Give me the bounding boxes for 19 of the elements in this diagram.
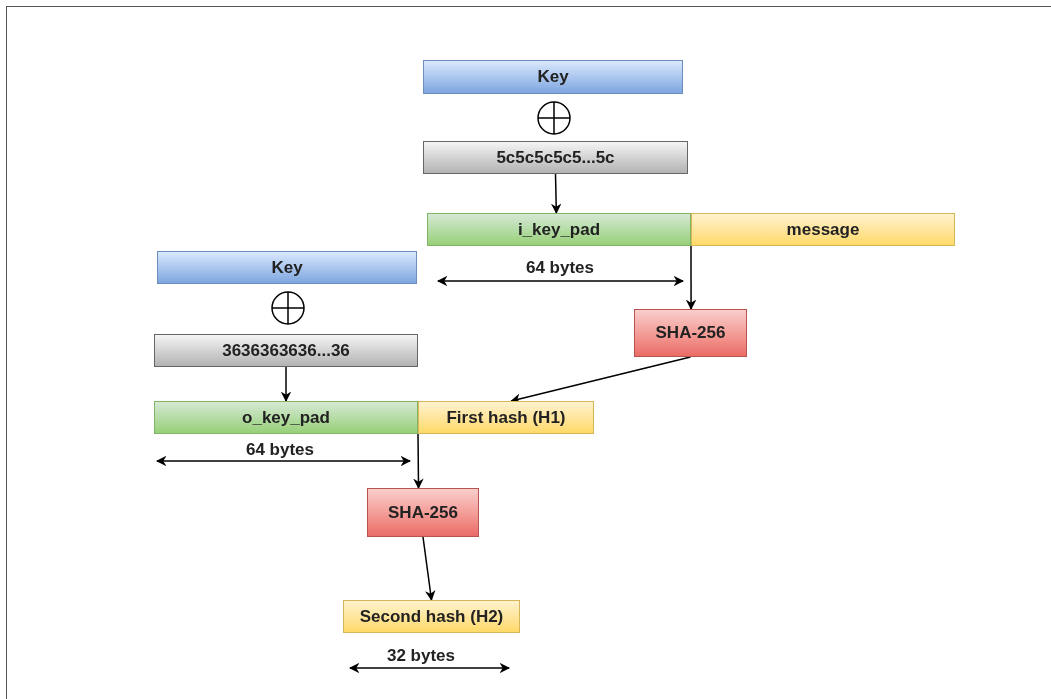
pad-box: i_key_pad — [427, 213, 691, 246]
arrow — [422, 536, 436, 602]
data-box: message — [691, 213, 955, 246]
data-box: Second hash (H2) — [343, 600, 520, 633]
dimension-label: 64 bytes — [246, 439, 314, 462]
arrow — [685, 245, 697, 311]
data-box: First hash (H1) — [418, 401, 594, 434]
hash-function-box: SHA-256 — [634, 309, 747, 357]
arrow — [550, 173, 562, 215]
arrow — [413, 433, 424, 490]
arrow — [280, 366, 292, 403]
pad-constant-box: 3636363636...36 — [154, 334, 418, 367]
pad-box: o_key_pad — [154, 401, 418, 434]
dimension-label: 32 bytes — [387, 645, 455, 668]
key-box: Key — [157, 251, 417, 284]
dimension-label: 64 bytes — [526, 257, 594, 280]
key-box: Key — [423, 60, 683, 94]
pad-constant-box: 5c5c5c5c5...5c — [423, 141, 688, 174]
hash-function-box: SHA-256 — [367, 488, 479, 537]
